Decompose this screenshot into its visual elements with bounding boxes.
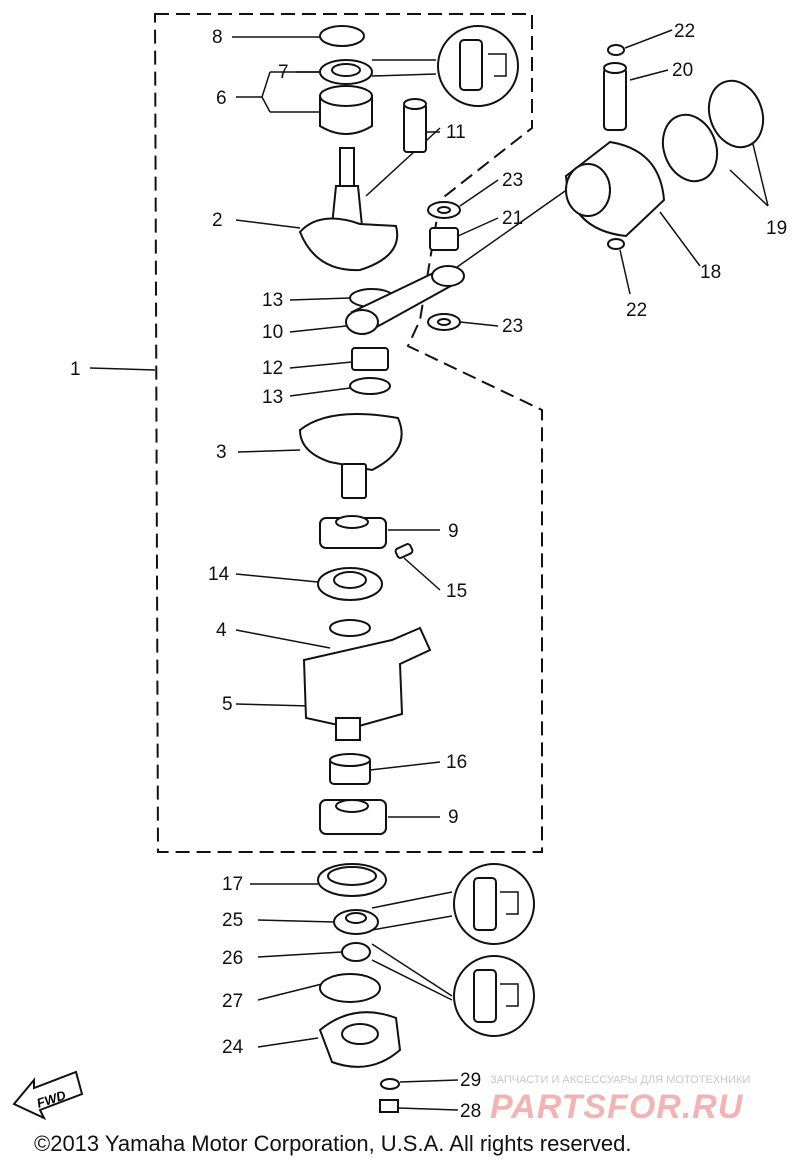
callout-6: 6 — [216, 88, 227, 109]
callout-27: 27 — [222, 991, 243, 1012]
part-23-washer-upper — [427, 201, 461, 219]
part-7-oil-seal — [319, 59, 373, 85]
part-8-disc — [319, 25, 365, 47]
callout-26: 26 — [222, 948, 243, 969]
part-26-oil-seal — [341, 942, 371, 962]
callout-10: 10 — [262, 322, 283, 343]
callout-2: 2 — [212, 210, 223, 231]
callout-25: 25 — [222, 910, 243, 931]
callout-13b: 13 — [262, 387, 283, 408]
part-9-bearing-upper — [319, 515, 387, 549]
callout-11: 11 — [446, 122, 466, 143]
callout-19: 19 — [766, 218, 787, 239]
callout-4: 4 — [216, 620, 227, 641]
part-15-pin — [394, 543, 414, 559]
part-23-washer-lower — [427, 313, 461, 331]
part-12-needle-bearing — [351, 347, 389, 371]
part-6-bearing — [319, 85, 373, 135]
part-28-bolt — [379, 1099, 399, 1113]
part-10-connecting-rod — [345, 264, 465, 336]
callout-15: 15 — [446, 581, 467, 602]
callout-20: 20 — [672, 60, 693, 81]
copyright-notice: ©2013 Yamaha Motor Corporation, U.S.A. A… — [34, 1131, 632, 1156]
part-13-thrust-bearing-lower — [349, 377, 391, 395]
detail-circle-seal-top — [437, 25, 519, 107]
callout-22a: 22 — [674, 21, 695, 42]
callout-28: 28 — [460, 1101, 481, 1122]
part-17-o-ring — [317, 863, 387, 897]
callout-23b: 23 — [502, 316, 523, 337]
callout-14: 14 — [208, 564, 230, 585]
callout-24: 24 — [222, 1037, 244, 1058]
part-25-oil-seal — [333, 909, 379, 935]
part-4-5-crank-lower — [302, 619, 432, 741]
detail-circle-seal-26 — [453, 955, 535, 1037]
callout-23a: 23 — [502, 170, 523, 191]
part-20-piston-pin — [603, 62, 627, 131]
part-27-gasket — [319, 973, 381, 1003]
callout-18: 18 — [700, 262, 721, 283]
callout-22b: 22 — [626, 300, 647, 321]
fwd-arrow-icon: FWD — [12, 1070, 84, 1121]
part-2-crank-upper — [298, 147, 399, 272]
part-19-piston-rings — [661, 79, 765, 183]
callout-17: 17 — [222, 874, 243, 895]
part-9-bearing-lower — [319, 799, 387, 835]
callout-9a: 9 — [448, 521, 459, 542]
part-18-piston — [564, 140, 666, 238]
callout-labels: 1 2 3 4 5 6 7 8 9 9 10 11 12 13 13 14 15… — [70, 21, 787, 1122]
part-3-crank-web — [298, 413, 403, 499]
callout-9b: 9 — [448, 807, 459, 828]
detail-circle-seal-25 — [453, 863, 535, 945]
callout-16: 16 — [446, 752, 467, 773]
callout-5: 5 — [222, 694, 233, 715]
watermark-tagline: ЗАПЧАСТИ И АКСЕССУАРЫ ДЛЯ МОТОТЕХНИКИ — [490, 1074, 751, 1086]
part-29-washer — [380, 1078, 400, 1090]
callout-8: 8 — [212, 27, 223, 48]
callout-21: 21 — [502, 208, 523, 229]
callout-13a: 13 — [262, 290, 283, 311]
callout-7: 7 — [278, 62, 289, 83]
callout-12: 12 — [262, 358, 283, 379]
callout-3: 3 — [216, 442, 227, 463]
crankshaft-assembly-boundary — [153, 13, 543, 853]
watermark-logo: PARTSFOR.RU — [490, 1088, 744, 1126]
leader-lines — [89, 29, 769, 1111]
part-21-needle-bearing — [429, 227, 459, 251]
part-14-oil-seal — [317, 567, 383, 601]
callout-1: 1 — [70, 359, 81, 380]
part-11-pin — [403, 98, 427, 153]
part-22-clip-lower — [607, 238, 625, 250]
callout-29: 29 — [460, 1070, 481, 1091]
part-22-clip-upper — [607, 44, 625, 56]
part-24-housing — [318, 1011, 402, 1068]
part-16-bushing — [329, 753, 371, 785]
